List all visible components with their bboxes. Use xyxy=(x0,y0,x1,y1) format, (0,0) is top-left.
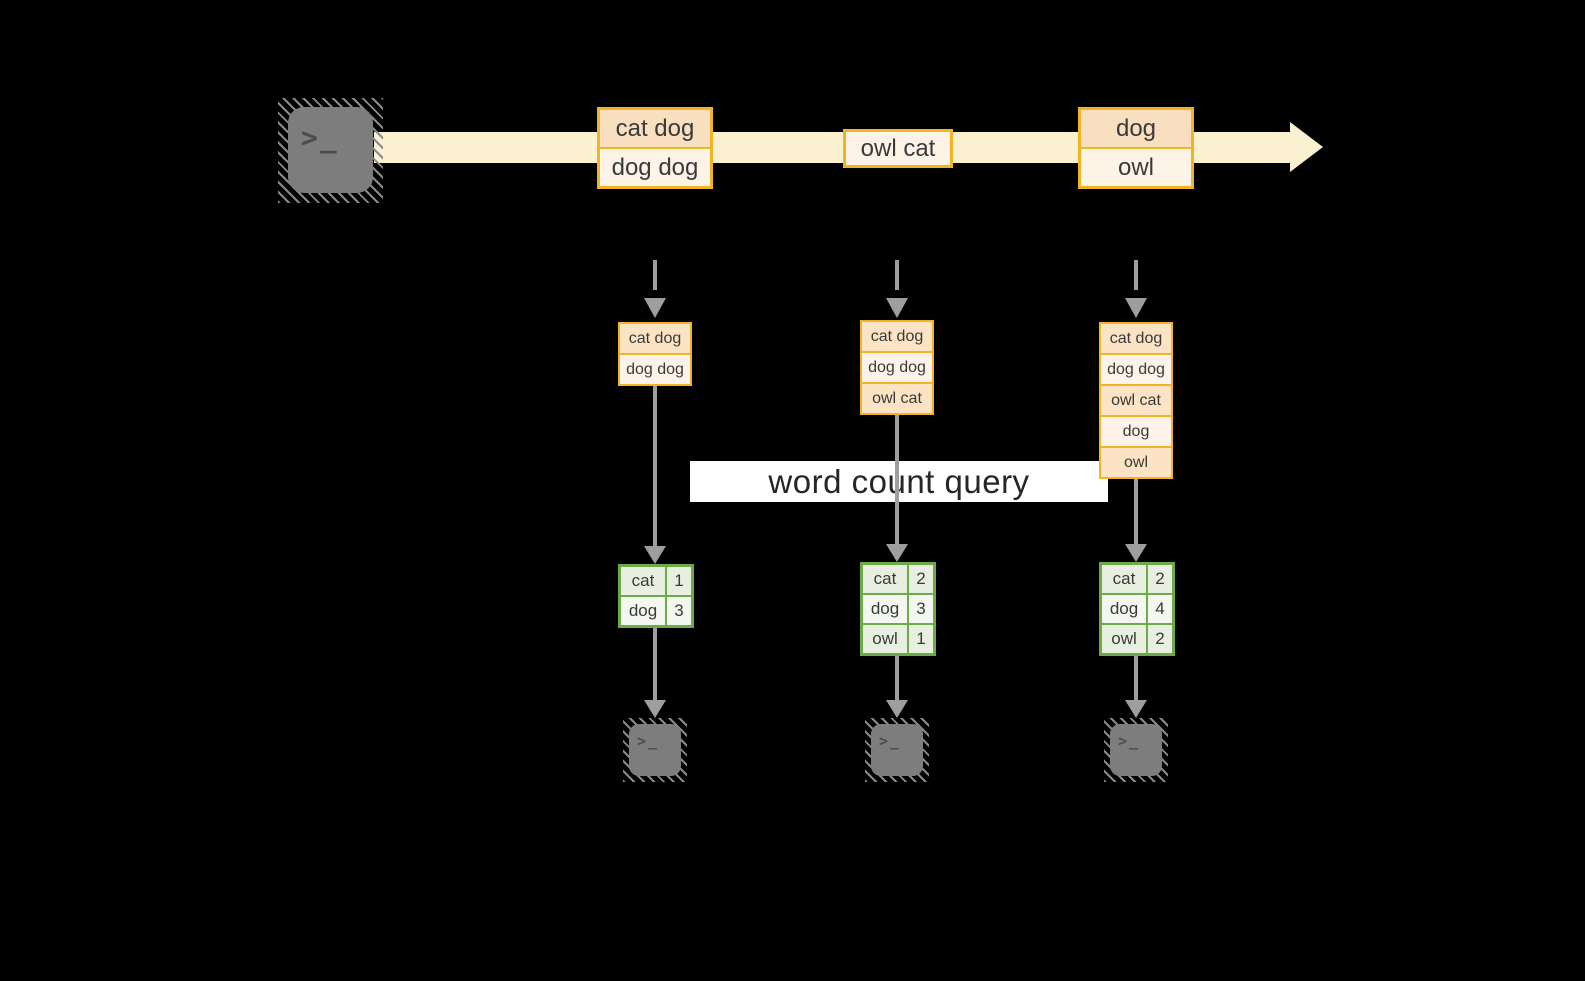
buffered-event-line: owl cat xyxy=(1101,384,1171,415)
arrowhead-icon xyxy=(886,700,908,718)
count-cell: 1 xyxy=(667,567,691,595)
buffered-event-line: cat dog xyxy=(862,322,932,351)
terminal-prompt-icon: >_ xyxy=(879,732,902,750)
word-cell: cat xyxy=(863,565,907,593)
sink-terminal-icon-1: >_ xyxy=(629,724,681,776)
terminal-prompt-icon: >_ xyxy=(1118,732,1141,750)
word-count-table-1: cat 1 dog 3 xyxy=(618,564,694,628)
word-cell: owl xyxy=(1102,625,1146,653)
dash-segment xyxy=(1134,260,1138,290)
buffered-event-line: owl xyxy=(1101,446,1171,477)
stream-event-box-1: cat dog dog dog xyxy=(597,107,713,189)
stream-event-line: owl cat xyxy=(846,132,950,165)
count-cell: 3 xyxy=(667,597,691,625)
buffered-event-line: dog dog xyxy=(862,351,932,382)
buffered-event-line: owl cat xyxy=(862,382,932,413)
dashed-down-arrow-3 xyxy=(1125,260,1147,318)
dashed-down-arrow-1 xyxy=(644,260,666,318)
buffered-event-line: dog xyxy=(1101,415,1171,446)
buffered-event-line: dog dog xyxy=(620,353,690,384)
buffered-event-line: cat dog xyxy=(620,324,690,353)
terminal-prompt-icon: >_ xyxy=(301,121,339,154)
arrow-shaft xyxy=(895,415,899,544)
arrowhead-icon xyxy=(1125,544,1147,562)
count-cell: 2 xyxy=(909,565,933,593)
down-arrow xyxy=(886,656,908,718)
word-cell: dog xyxy=(863,595,907,623)
arrow-shaft xyxy=(653,628,657,700)
source-terminal-hatch: >_ xyxy=(278,98,383,203)
count-cell: 2 xyxy=(1148,625,1172,653)
word-count-table-2: cat 2 dog 3 owl 1 xyxy=(860,562,936,656)
sink-terminal-icon-2: >_ xyxy=(871,724,923,776)
stream-event-line: dog xyxy=(1081,110,1191,147)
stream-arrowhead-icon xyxy=(1290,122,1323,172)
word-cell: cat xyxy=(621,567,665,595)
buffered-events-box-1: cat dog dog dog xyxy=(618,322,692,386)
sink-terminal-hatch-1: >_ xyxy=(623,718,687,782)
arrow-shaft xyxy=(653,386,657,546)
arrowhead-icon xyxy=(886,544,908,562)
stream-event-line: dog dog xyxy=(600,147,710,186)
sink-terminal-icon-3: >_ xyxy=(1110,724,1162,776)
buffered-event-line: dog dog xyxy=(1101,353,1171,384)
dash-segment xyxy=(895,260,899,290)
sink-terminal-hatch-2: >_ xyxy=(865,718,929,782)
buffered-event-line: cat dog xyxy=(1101,324,1171,353)
word-count-table-3: cat 2 dog 4 owl 2 xyxy=(1099,562,1175,656)
source-terminal-icon: >_ xyxy=(288,107,373,193)
down-arrow xyxy=(644,386,666,564)
stream-event-box-3: dog owl xyxy=(1078,107,1194,189)
arrowhead-icon xyxy=(1125,298,1147,318)
dashed-down-arrow-2 xyxy=(886,260,908,318)
count-cell: 2 xyxy=(1148,565,1172,593)
stream-event-box-2: owl cat xyxy=(843,129,953,168)
arrow-shaft xyxy=(1134,479,1138,544)
arrowhead-icon xyxy=(1125,700,1147,718)
down-arrow xyxy=(644,628,666,718)
query-label: word count query xyxy=(690,461,1108,502)
arrowhead-icon xyxy=(644,298,666,318)
buffered-events-box-3: cat dog dog dog owl cat dog owl xyxy=(1099,322,1173,479)
word-cell: dog xyxy=(621,597,665,625)
count-cell: 1 xyxy=(909,625,933,653)
arrow-shaft xyxy=(895,656,899,700)
arrow-shaft xyxy=(1134,656,1138,700)
count-cell: 4 xyxy=(1148,595,1172,623)
down-arrow xyxy=(1125,479,1147,562)
arrowhead-icon xyxy=(644,546,666,564)
count-cell: 3 xyxy=(909,595,933,623)
terminal-prompt-icon: >_ xyxy=(637,732,660,750)
down-arrow xyxy=(886,415,908,562)
stream-event-line: cat dog xyxy=(600,110,710,147)
word-cell: dog xyxy=(1102,595,1146,623)
buffered-events-box-2: cat dog dog dog owl cat xyxy=(860,320,934,415)
down-arrow xyxy=(1125,656,1147,718)
sink-terminal-hatch-3: >_ xyxy=(1104,718,1168,782)
arrowhead-icon xyxy=(886,298,908,318)
stream-event-line: owl xyxy=(1081,147,1191,186)
word-cell: owl xyxy=(863,625,907,653)
arrowhead-icon xyxy=(644,700,666,718)
word-cell: cat xyxy=(1102,565,1146,593)
dash-segment xyxy=(653,260,657,290)
